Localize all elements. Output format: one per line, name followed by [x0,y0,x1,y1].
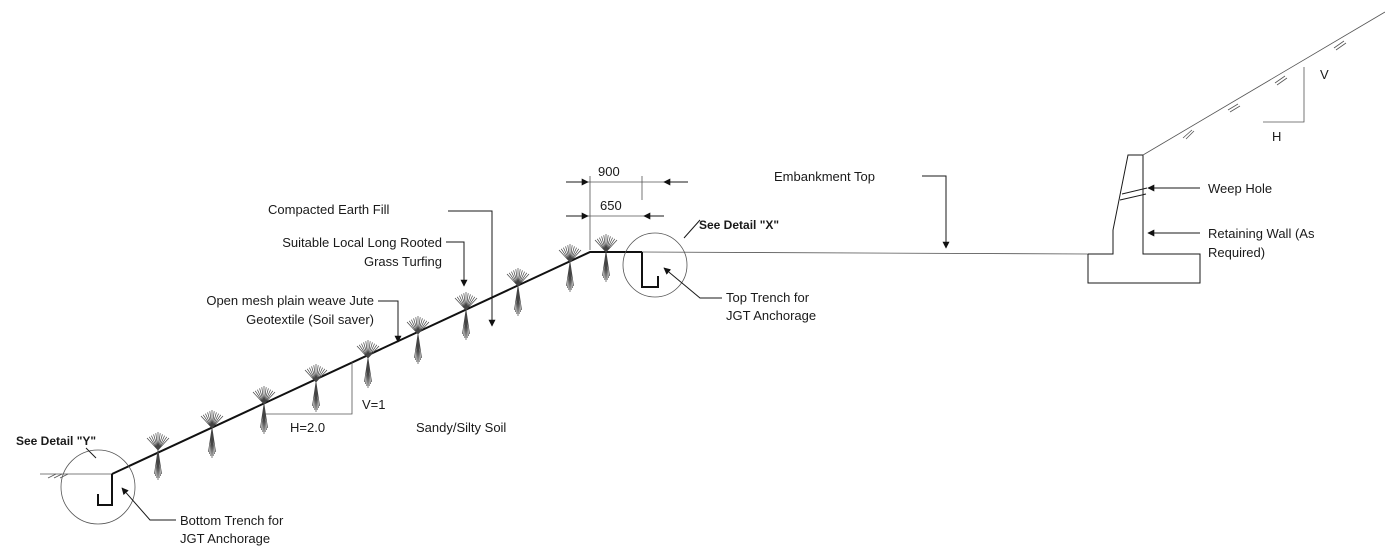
leader-compacted-fill [448,210,496,327]
bottom-trench [60,449,136,525]
embankment-top-label: Embankment Top [774,169,875,184]
top-trench [622,232,688,298]
grass-tuft [406,316,430,364]
compacted-fill-label: Compacted Earth Fill [268,202,389,217]
grass-tuft [252,386,276,434]
grass-tuft [146,432,170,480]
weep-hole-label: Weep Hole [1208,181,1272,196]
retaining-wall-label-2: Required) [1208,245,1265,260]
leader-detail-y [85,447,97,459]
dim-650-label: 650 [600,198,622,213]
v-equals-1-label: V=1 [362,397,386,412]
jute-geotextile-label-2: Geotextile (Soil saver) [246,312,374,327]
dimension-650: 650 [566,198,664,220]
top-trench-label-2: JGT Anchorage [726,308,816,323]
slope-geotextile-line [111,251,642,475]
leader-embankment-top [922,175,950,249]
grass-tuft [506,268,530,316]
see-detail-y-label: See Detail "Y" [16,434,96,448]
embankment-top-line [641,251,1089,255]
bottom-trench-label-1: Bottom Trench for [180,513,284,528]
leader-top-trench [663,267,722,299]
grass-turfing-label-1: Suitable Local Long Rooted [282,235,442,250]
sandy-silty-soil-label: Sandy/Silty Soil [416,420,506,435]
weep-hole-pipe [1119,187,1148,201]
backfill-slope-line [1142,11,1385,156]
grass-tuft [594,234,618,282]
slope-v-label: V [1320,67,1329,82]
see-detail-x-label: See Detail "X" [699,218,779,232]
dimension-900: 900 [566,164,688,250]
bottom-trench-label-2: JGT Anchorage [180,531,270,546]
leader-detail-x [683,219,701,239]
retaining-wall-label-1: Retaining Wall (As [1208,226,1315,241]
retaining-wall [1087,154,1201,284]
leader-bottom-trench [121,487,176,521]
grass-tuft [558,244,582,292]
slope-ratio-triangle [1263,67,1305,123]
backfill-hatch [1182,40,1347,140]
batter-ratio-triangle [264,362,353,415]
slope-h-label: H [1272,129,1281,144]
grass-tuft [304,364,328,412]
grass-tuft [356,340,380,388]
leader-grass [446,241,468,287]
grass-turfing-label-2: Grass Turfing [364,254,442,269]
ground-hatch [47,473,69,479]
dim-900-label: 900 [598,164,620,179]
grass-tuft [454,292,478,340]
h-equals-2-label: H=2.0 [290,420,325,435]
grass-tufts [146,234,618,480]
top-trench-label-1: Top Trench for [726,290,810,305]
grass-tuft [200,410,224,458]
jute-geotextile-label-1: Open mesh plain weave Jute [206,293,374,308]
leader-jute [378,300,402,343]
